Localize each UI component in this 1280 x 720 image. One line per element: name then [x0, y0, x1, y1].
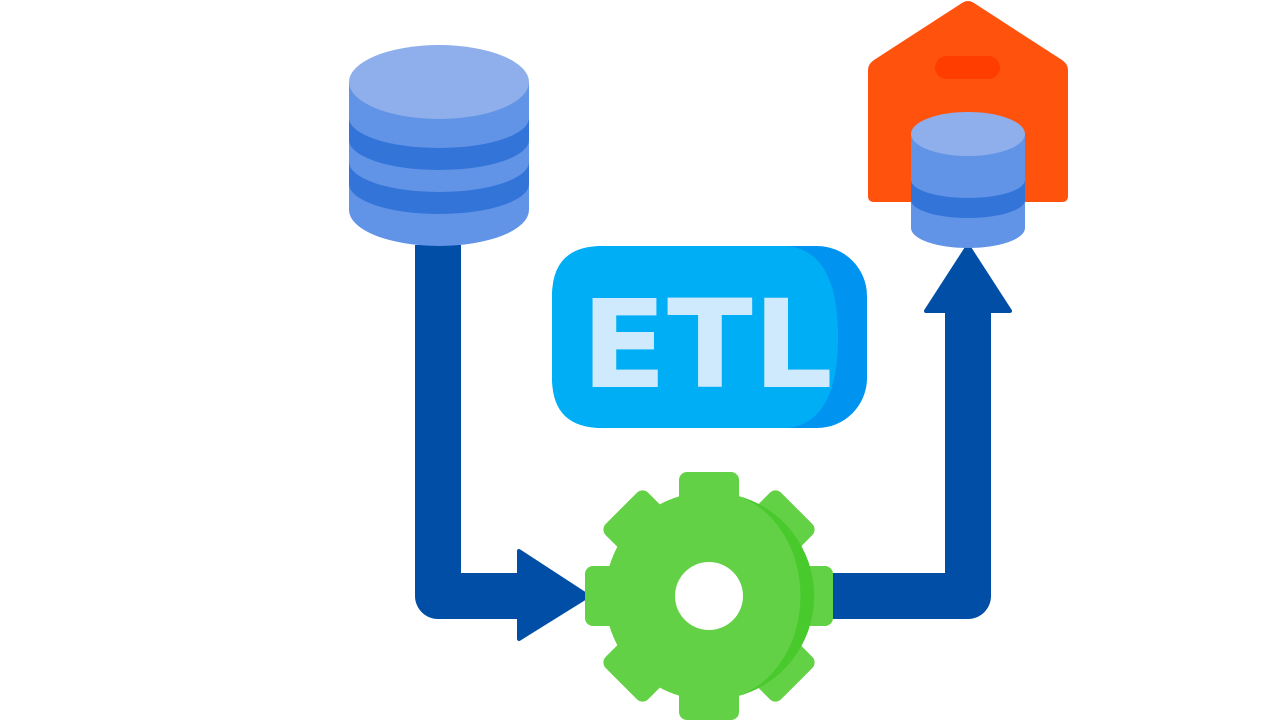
arrowhead-extract	[517, 549, 590, 641]
flow-arrow-extract	[415, 245, 590, 641]
database-icon	[349, 45, 529, 246]
warehouse-database-icon	[911, 112, 1025, 248]
etl-label: ETL	[581, 274, 833, 416]
arrowhead-load	[924, 244, 1012, 313]
warehouse-icon	[868, 1, 1068, 248]
arrow-line-extract	[415, 245, 528, 619]
flow-arrow-load	[800, 244, 1012, 619]
arrow-line-load	[800, 306, 991, 619]
etl-badge: ETL	[552, 246, 867, 428]
warehouse-slot	[935, 56, 1000, 79]
gear-icon	[585, 472, 833, 720]
